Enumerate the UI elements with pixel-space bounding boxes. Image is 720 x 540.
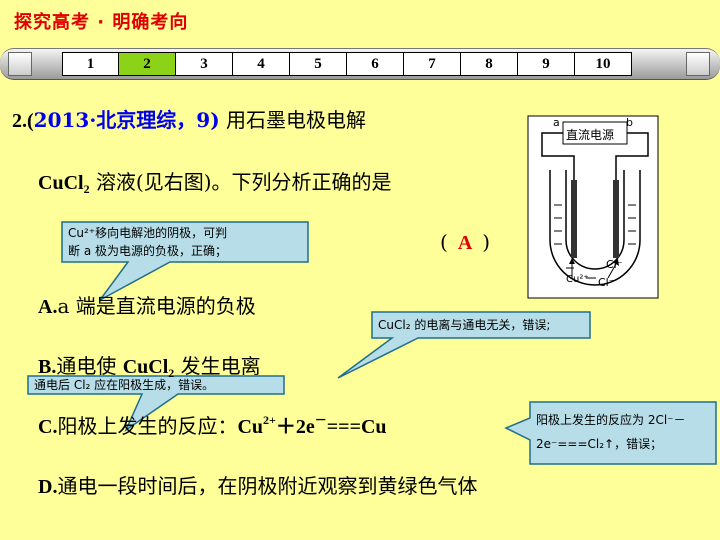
page-tabs: 1 2 3 4 5 6 7 8 9 10 bbox=[62, 52, 632, 76]
page-tab-10[interactable]: 10 bbox=[575, 52, 632, 76]
page-tab-6[interactable]: 6 bbox=[347, 52, 404, 76]
callout-1-text: Cu²⁺移向电解池的阴极，可判 断 a 极为电源的负极，正确； bbox=[68, 226, 228, 258]
page-tab-8[interactable]: 8 bbox=[461, 52, 518, 76]
question-stem-text1: 用石墨电极电解 bbox=[226, 108, 367, 132]
page-tab-2-active[interactable]: 2 bbox=[119, 52, 176, 76]
diagram-label-b: b bbox=[626, 116, 633, 129]
page-tab-7[interactable]: 7 bbox=[404, 52, 461, 76]
page-title: 探究高考 · 明确考向 bbox=[14, 12, 189, 33]
option-a[interactable]: A.a 端是直流电源的负极 bbox=[38, 294, 256, 318]
formula-cucl2: CuCl2 bbox=[38, 172, 90, 196]
page-navigation-bar: 1 2 3 4 5 6 7 8 9 10 bbox=[0, 48, 720, 80]
question-stem-text2: 溶液(见右图)。下列分析正确的是 bbox=[95, 170, 392, 194]
question-number: 2.( bbox=[12, 110, 34, 132]
question-stem-line2: CuCl2 溶液(见右图)。下列分析正确的是 bbox=[38, 166, 392, 197]
option-c[interactable]: C.阳极上发生的反应：Cu2+＋2e－===Cu bbox=[38, 413, 387, 438]
nav-left-cap bbox=[8, 52, 32, 76]
diagram-power-label: 直流电源 bbox=[566, 128, 615, 142]
answer-value: A bbox=[457, 232, 473, 254]
nav-right-cap bbox=[686, 52, 710, 76]
electrolysis-diagram bbox=[527, 115, 659, 299]
option-b[interactable]: B.通电使 CuCl2 发生电离 bbox=[38, 354, 261, 380]
option-d[interactable]: D.通电一段时间后，在阴极附近观察到黄绿色气体 bbox=[38, 474, 478, 498]
diagram-ion-cl: Cl⁻ bbox=[606, 258, 623, 271]
callout-bubble-1 bbox=[61, 221, 309, 301]
callout-2-text: CuCl₂ 的电离与通电无关，错误; bbox=[378, 318, 551, 332]
page-tab-4[interactable]: 4 bbox=[233, 52, 290, 76]
callout-4-text: 阳极上发生的反应为 2Cl⁻－ 2e⁻===Cl₂↑，错误； bbox=[536, 413, 686, 451]
answer-slot: (A) bbox=[440, 230, 491, 254]
diagram-label-a: a bbox=[553, 116, 560, 129]
page-tab-1[interactable]: 1 bbox=[62, 52, 119, 76]
page-tab-9[interactable]: 9 bbox=[518, 52, 575, 76]
page-tab-5[interactable]: 5 bbox=[290, 52, 347, 76]
callout-3-text: 通电后 Cl₂ 应在阳极生成，错误。 bbox=[34, 378, 215, 392]
callout-bubble-2 bbox=[337, 311, 591, 379]
callout-bubble-4 bbox=[504, 401, 717, 465]
diagram-ion-cl-2: Cl⁻ bbox=[598, 276, 615, 289]
question-stem-line1: 2.(2013·北京理综，9) 用石墨电极电解 bbox=[12, 104, 366, 133]
diagram-ion-cu: Cu²⁺ bbox=[566, 274, 589, 285]
callout-bubble-3 bbox=[27, 375, 285, 433]
page-tab-3[interactable]: 3 bbox=[176, 52, 233, 76]
question-source: 2013·北京理综，9) bbox=[33, 108, 220, 132]
